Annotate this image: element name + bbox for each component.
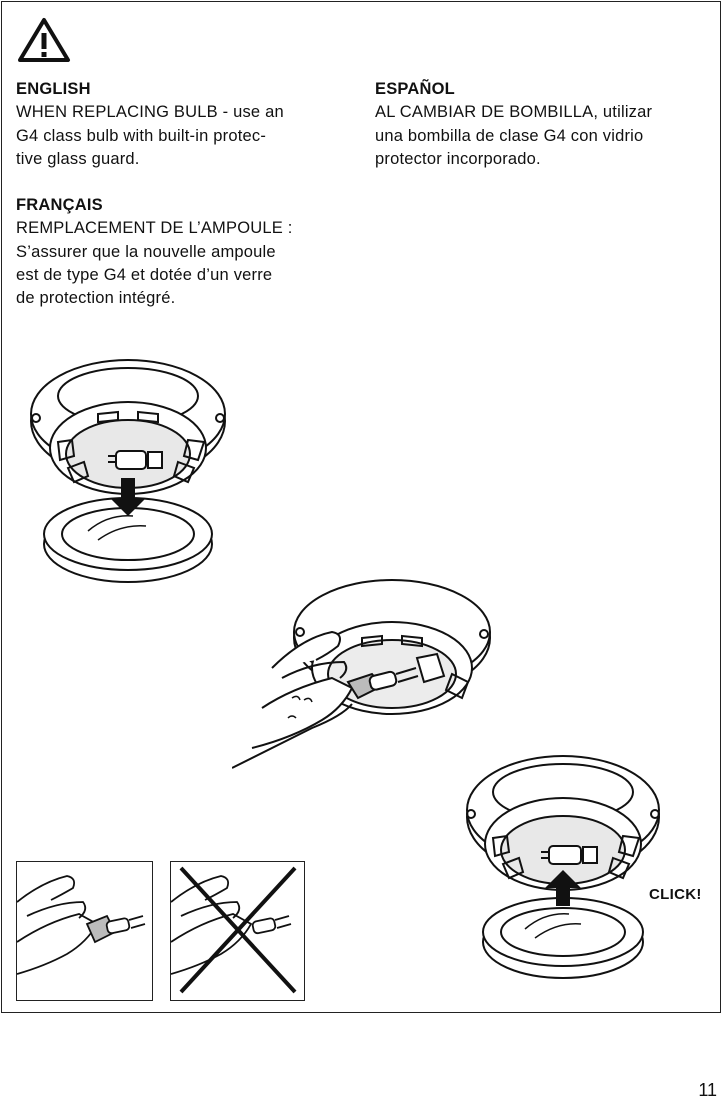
bare-hand-crossed-icon [170, 866, 297, 994]
english-text: WHEN REPLACING BULB - use an G4 class bu… [16, 103, 284, 168]
french-heading: FRANÇAIS [16, 196, 103, 215]
replace-bulb-illustration [232, 579, 491, 769]
page-frame [1, 1, 721, 1013]
warning-triangle-icon [18, 18, 70, 62]
text-column-right: ESPAÑOL AL CAMBIAR DE BOMBILLA, utilizar… [375, 78, 710, 171]
incorrect-handling-thumbnail [170, 861, 305, 1001]
text-column-left: ENGLISH WHEN REPLACING BULB - use an G4 … [16, 78, 346, 311]
spanish-text: AL CAMBIAR DE BOMBILLA, utilizar una bom… [375, 103, 653, 168]
french-text: REMPLACEMENT DE L’AMPOULE : S’assurer qu… [16, 219, 293, 308]
english-heading: ENGLISH [16, 80, 91, 98]
correct-handling-thumbnail [16, 861, 153, 1001]
spanish-heading: ESPAÑOL [375, 80, 455, 98]
attach-cover-illustration [466, 755, 660, 979]
click-label: CLICK! [649, 886, 702, 903]
remove-cover-illustration [30, 359, 226, 583]
hand-with-glove-icon [16, 875, 146, 975]
page-number: 11 [698, 1080, 717, 1100]
